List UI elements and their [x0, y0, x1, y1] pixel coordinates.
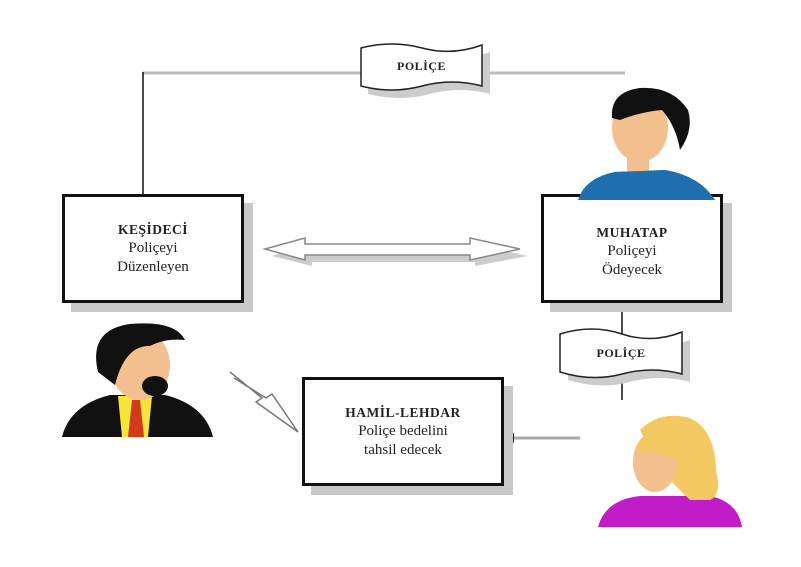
drawee-title: MUHATAP: [596, 225, 668, 240]
holder-line2: tahsil edecek: [364, 442, 442, 458]
police-banner-top-label: POLİÇE: [396, 59, 446, 73]
drawer-box: KEŞİDECİ Poliçeyi Düzenleyen: [62, 194, 244, 303]
lightning-arrow: [229, 371, 299, 433]
police-banner-top: [360, 43, 490, 98]
police-banner-right-label: POLİÇE: [596, 346, 646, 360]
drawer-title: KEŞİDECİ: [117, 222, 189, 237]
holder-arrow-head: [504, 433, 514, 443]
drawee-line2: Ödeyecek: [602, 262, 662, 278]
holder-box: HAMİL-LEHDAR Poliçe bedelini tahsil edec…: [302, 377, 504, 486]
double-arrow: [262, 237, 528, 266]
holder-line1: Poliçe bedelini: [358, 423, 448, 439]
police-banner-right: [559, 328, 690, 386]
drawer-line1: Poliçeyi: [128, 240, 178, 256]
drawee-box: MUHATAP Poliçeyi Ödeyecek: [541, 194, 723, 303]
drawer-line2: Düzenleyen: [117, 259, 189, 275]
holder-title: HAMİL-LEHDAR: [345, 405, 461, 420]
drawer-person-icon: [62, 323, 213, 437]
drawee-line1: Poliçeyi: [607, 243, 657, 259]
drawee-person-icon: [578, 87, 715, 200]
holder-person-icon: [598, 415, 742, 527]
